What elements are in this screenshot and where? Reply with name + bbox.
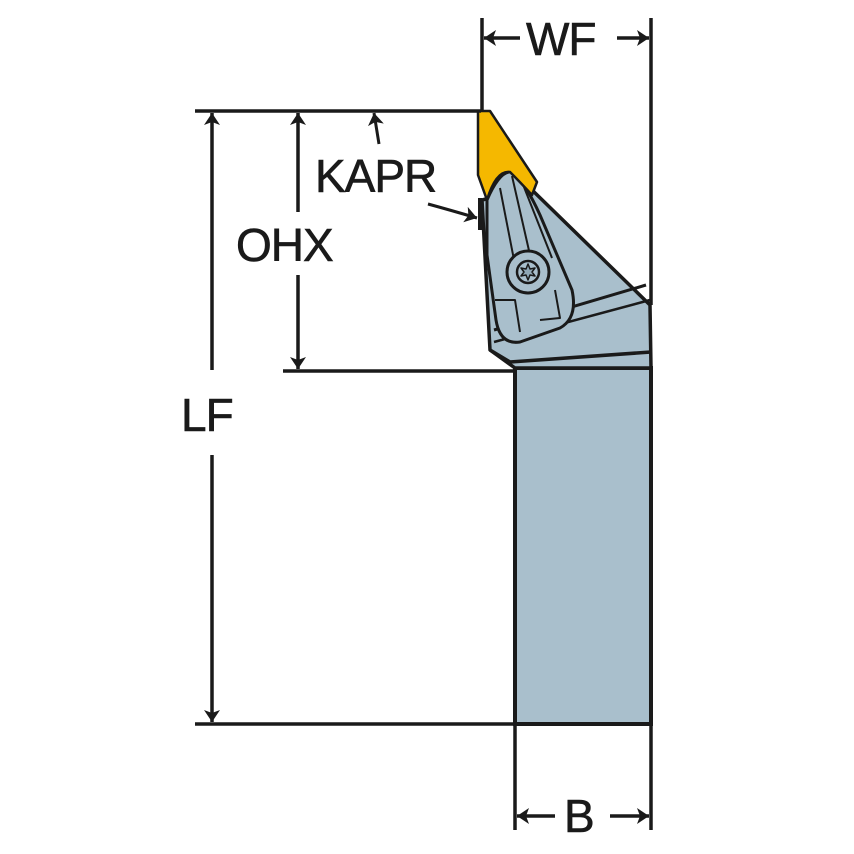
- dimension-lines: [195, 18, 653, 830]
- insert-clamp: [485, 170, 575, 344]
- dimension-label-lf: LF: [181, 389, 234, 441]
- dimension-label-kapr: KAPR: [315, 150, 438, 202]
- dimension-label-ohx: OHX: [236, 219, 334, 271]
- dimension-label-b: B: [564, 790, 595, 842]
- dimension-label-wf: WF: [526, 13, 597, 65]
- cutting-insert: [476, 109, 539, 230]
- holder-shank: [513, 366, 653, 726]
